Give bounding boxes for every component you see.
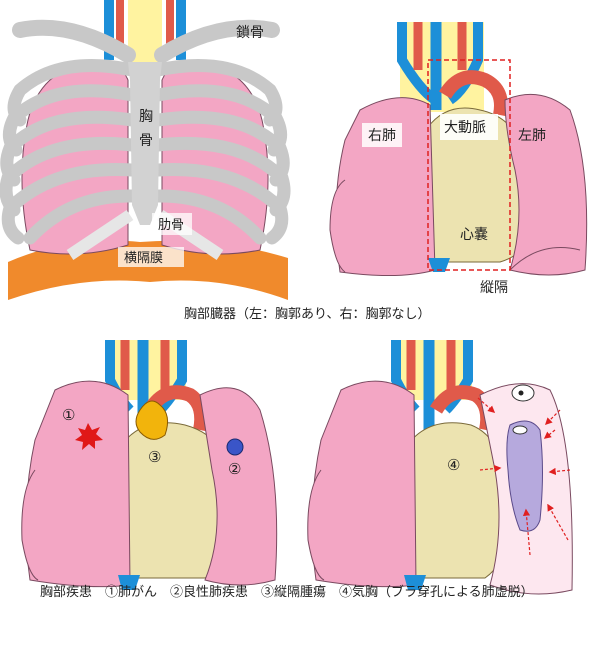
ribcage-panel: 鎖骨 胸 骨 肋骨 横隔膜 xyxy=(0,0,291,300)
right-lung-diseases xyxy=(25,380,131,588)
right-lung-pneumothorax xyxy=(311,380,417,588)
organs-panel: 右肺 大動脈 左肺 心嚢 縦隔 xyxy=(329,22,588,296)
label-right-lung: 右肺 xyxy=(368,128,396,144)
marker-4: ④ xyxy=(447,456,460,474)
diseases-panel: ① ② ③ xyxy=(21,340,278,590)
caption-diseases: 胸部疾患 ①肺がん ②良性肺疾患 ③縦隔腫瘍 ④気胸（ブラ穿孔による肺虚脱） xyxy=(40,584,534,600)
label-aorta: 大動脈 xyxy=(444,120,486,136)
ribs xyxy=(0,59,291,245)
caption-organs: 胸部臓器（左：胸郭あり、右：胸郭なし） xyxy=(184,306,430,322)
clavicle-bone xyxy=(12,19,280,63)
label-diaphragm: 横隔膜 xyxy=(124,251,163,266)
mediastinal-tumor xyxy=(135,400,169,440)
label-sternum-2: 骨 xyxy=(139,133,153,149)
label-left-lung: 左肺 xyxy=(518,128,546,144)
right-lung-organ xyxy=(335,97,436,277)
pressure-arrows xyxy=(477,397,571,556)
sternum-bone xyxy=(128,62,162,225)
pneumothorax-panel: ④ xyxy=(307,340,573,595)
collapsed-lung xyxy=(506,420,543,532)
label-clavicle: 鎖骨 xyxy=(236,25,264,41)
left-lung-diseases xyxy=(199,387,278,586)
marker-3: ③ xyxy=(148,448,161,466)
left-lung-organ xyxy=(504,93,588,276)
lung-cancer-mark xyxy=(75,423,103,450)
mediastinum-box xyxy=(427,59,511,271)
benign-lesion xyxy=(226,438,244,456)
label-mediastinum: 縦隔 xyxy=(480,280,508,296)
marker-2: ② xyxy=(228,460,241,478)
marker-1: ① xyxy=(62,406,75,424)
label-rib: 肋骨 xyxy=(158,218,184,233)
label-sternum-1: 胸 xyxy=(139,109,153,125)
label-pericardium: 心嚢 xyxy=(460,227,488,243)
